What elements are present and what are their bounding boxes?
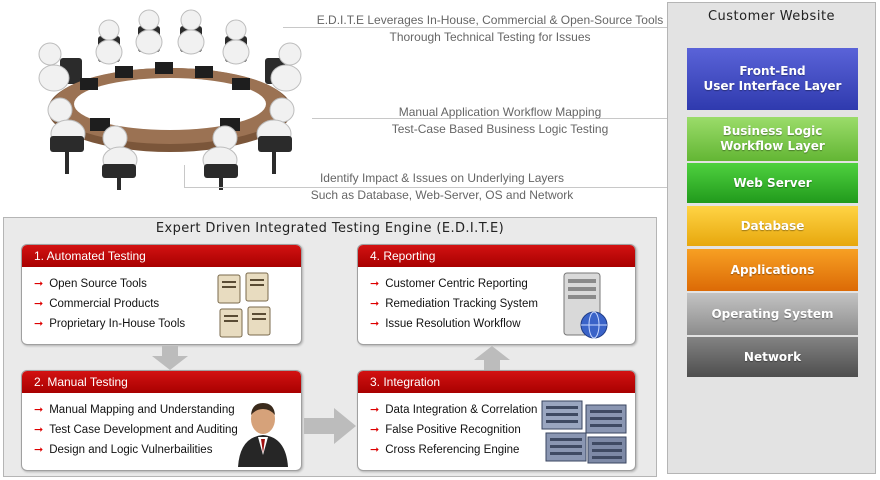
box-reporting: 4. Reporting ➞ Customer Centric Reporting… (357, 244, 636, 345)
arrow-down-icon (152, 346, 188, 370)
box-list: ➞ Manual Mapping and Understanding ➞ Test … (22, 393, 301, 460)
layer-applications: Applications (687, 249, 858, 291)
list-item: ➞ Remediation Tracking System (370, 294, 635, 314)
layer-database: Database (687, 206, 858, 246)
list-item-label: Remediation Tracking System (385, 298, 538, 310)
arrow-right-icon: ➞ (370, 404, 380, 416)
arrow-right-icon: ➞ (370, 424, 380, 436)
layer-web-server: Web Server (687, 163, 858, 203)
arrow-right-icon: ➞ (370, 318, 380, 330)
layer-label: Database (740, 218, 805, 233)
layer-network: Network (687, 337, 858, 377)
layer-label: Operating System (711, 306, 834, 321)
box-title: 4. Reporting (358, 245, 635, 267)
list-item: ➞ False Positive Recognition (370, 420, 635, 440)
list-item-label: Design and Logic Vulnerbailities (49, 444, 213, 456)
box-list: ➞ Data Integration & Correlation ➞ False P… (358, 393, 635, 460)
note-technical-testing: E.D.I.T.E Leverages In-House, Commercial… (300, 12, 680, 46)
list-item: ➞ Data Integration & Correlation (370, 400, 635, 420)
list-item: ➞ Issue Resolution Workflow (370, 314, 635, 334)
box-integration: 3. Integration ➞ Data Integration & Corre… (357, 370, 636, 471)
list-item: ➞ Test Case Development and Auditing (34, 420, 301, 440)
engine-title: Expert Driven Integrated Testing Engine … (155, 221, 505, 236)
box-manual-testing: 2. Manual Testing ➞ Manual Mapping and Un… (21, 370, 302, 471)
note-line: Test-Case Based Business Logic Testing (391, 122, 609, 136)
list-item-label: Issue Resolution Workflow (385, 318, 521, 330)
arrow-right-icon: ➞ (370, 278, 380, 290)
conference-table-figures-icon (38, 9, 302, 190)
layer-label: Front-End User Interface Layer (703, 64, 842, 93)
businessman-icon (238, 403, 288, 467)
note-line: E.D.I.T.E Leverages In-House, Commercial… (316, 13, 664, 27)
note-underlying-layers: Identify Impact & Issues on Underlying L… (282, 170, 602, 204)
layer-front-end: Front-End User Interface Layer (687, 48, 858, 110)
arrow-right-icon: ➞ (34, 424, 44, 436)
box-title: 2. Manual Testing (22, 371, 301, 393)
list-item-label: Data Integration & Correlation (385, 404, 538, 416)
note-business-logic: Manual Application Workflow Mapping Test… (340, 104, 660, 138)
layer-label: Web Server (733, 175, 812, 190)
note-line: Thorough Technical Testing for Issues (389, 30, 591, 44)
list-item: ➞ Cross Referencing Engine (370, 440, 635, 460)
layer-operating-system: Operating System (687, 293, 858, 335)
list-item-label: Manual Mapping and Understanding (49, 404, 235, 416)
note-line: Such as Database, Web-Server, OS and Net… (310, 188, 574, 202)
list-item-label: Commercial Products (49, 298, 160, 310)
list-item: ➞ Open Source Tools (34, 274, 301, 294)
arrow-right-icon: ➞ (34, 444, 44, 456)
layer-label: Applications (730, 262, 815, 277)
box-list: ➞ Customer Centric Reporting ➞ Remediation… (358, 267, 635, 334)
customer-website-title: Customer Website (707, 9, 836, 24)
arrow-right-icon: ➞ (34, 404, 44, 416)
list-item: ➞ Customer Centric Reporting (370, 274, 635, 294)
list-item: ➞ Proprietary In-House Tools (34, 314, 301, 334)
arrow-right-icon (304, 408, 356, 444)
list-item-label: Test Case Development and Auditing (49, 424, 238, 436)
report-server-globe-icon (563, 272, 608, 339)
list-item-label: Open Source Tools (49, 278, 147, 290)
note-line: Identify Impact & Issues on Underlying L… (319, 171, 565, 185)
note-line: Manual Application Workflow Mapping (398, 105, 602, 119)
server-cluster-icon (217, 272, 271, 338)
box-list: ➞Open Source Tools ➞Commercial Products … (22, 267, 301, 334)
box-automated-testing: 1. Automated Testing ➞Open Source Tools … (21, 244, 302, 345)
layer-label: Network (743, 349, 802, 364)
list-item: ➞ Design and Logic Vulnerbailities (34, 440, 301, 460)
box-title: 1. Automated Testing (22, 245, 301, 267)
list-item-label: Proprietary In-House Tools (49, 318, 186, 330)
list-item-label: Cross Referencing Engine (385, 444, 520, 456)
arrow-up-icon (474, 346, 510, 370)
list-item: ➞ Commercial Products (34, 294, 301, 314)
rack-servers-icon (541, 400, 627, 464)
layer-label: Business Logic Workflow Layer (720, 124, 825, 153)
arrow-right-icon: ➞ (34, 278, 44, 290)
arrow-right-icon: ➞ (34, 298, 44, 310)
list-item: ➞ Manual Mapping and Understanding (34, 400, 301, 420)
box-title: 3. Integration (358, 371, 635, 393)
arrow-right-icon: ➞ (34, 318, 44, 330)
list-item-label: Customer Centric Reporting (385, 278, 528, 290)
layer-business-logic: Business Logic Workflow Layer (687, 117, 858, 161)
arrow-right-icon: ➞ (370, 444, 380, 456)
list-item-label: False Positive Recognition (385, 424, 521, 436)
arrow-right-icon: ➞ (370, 298, 380, 310)
